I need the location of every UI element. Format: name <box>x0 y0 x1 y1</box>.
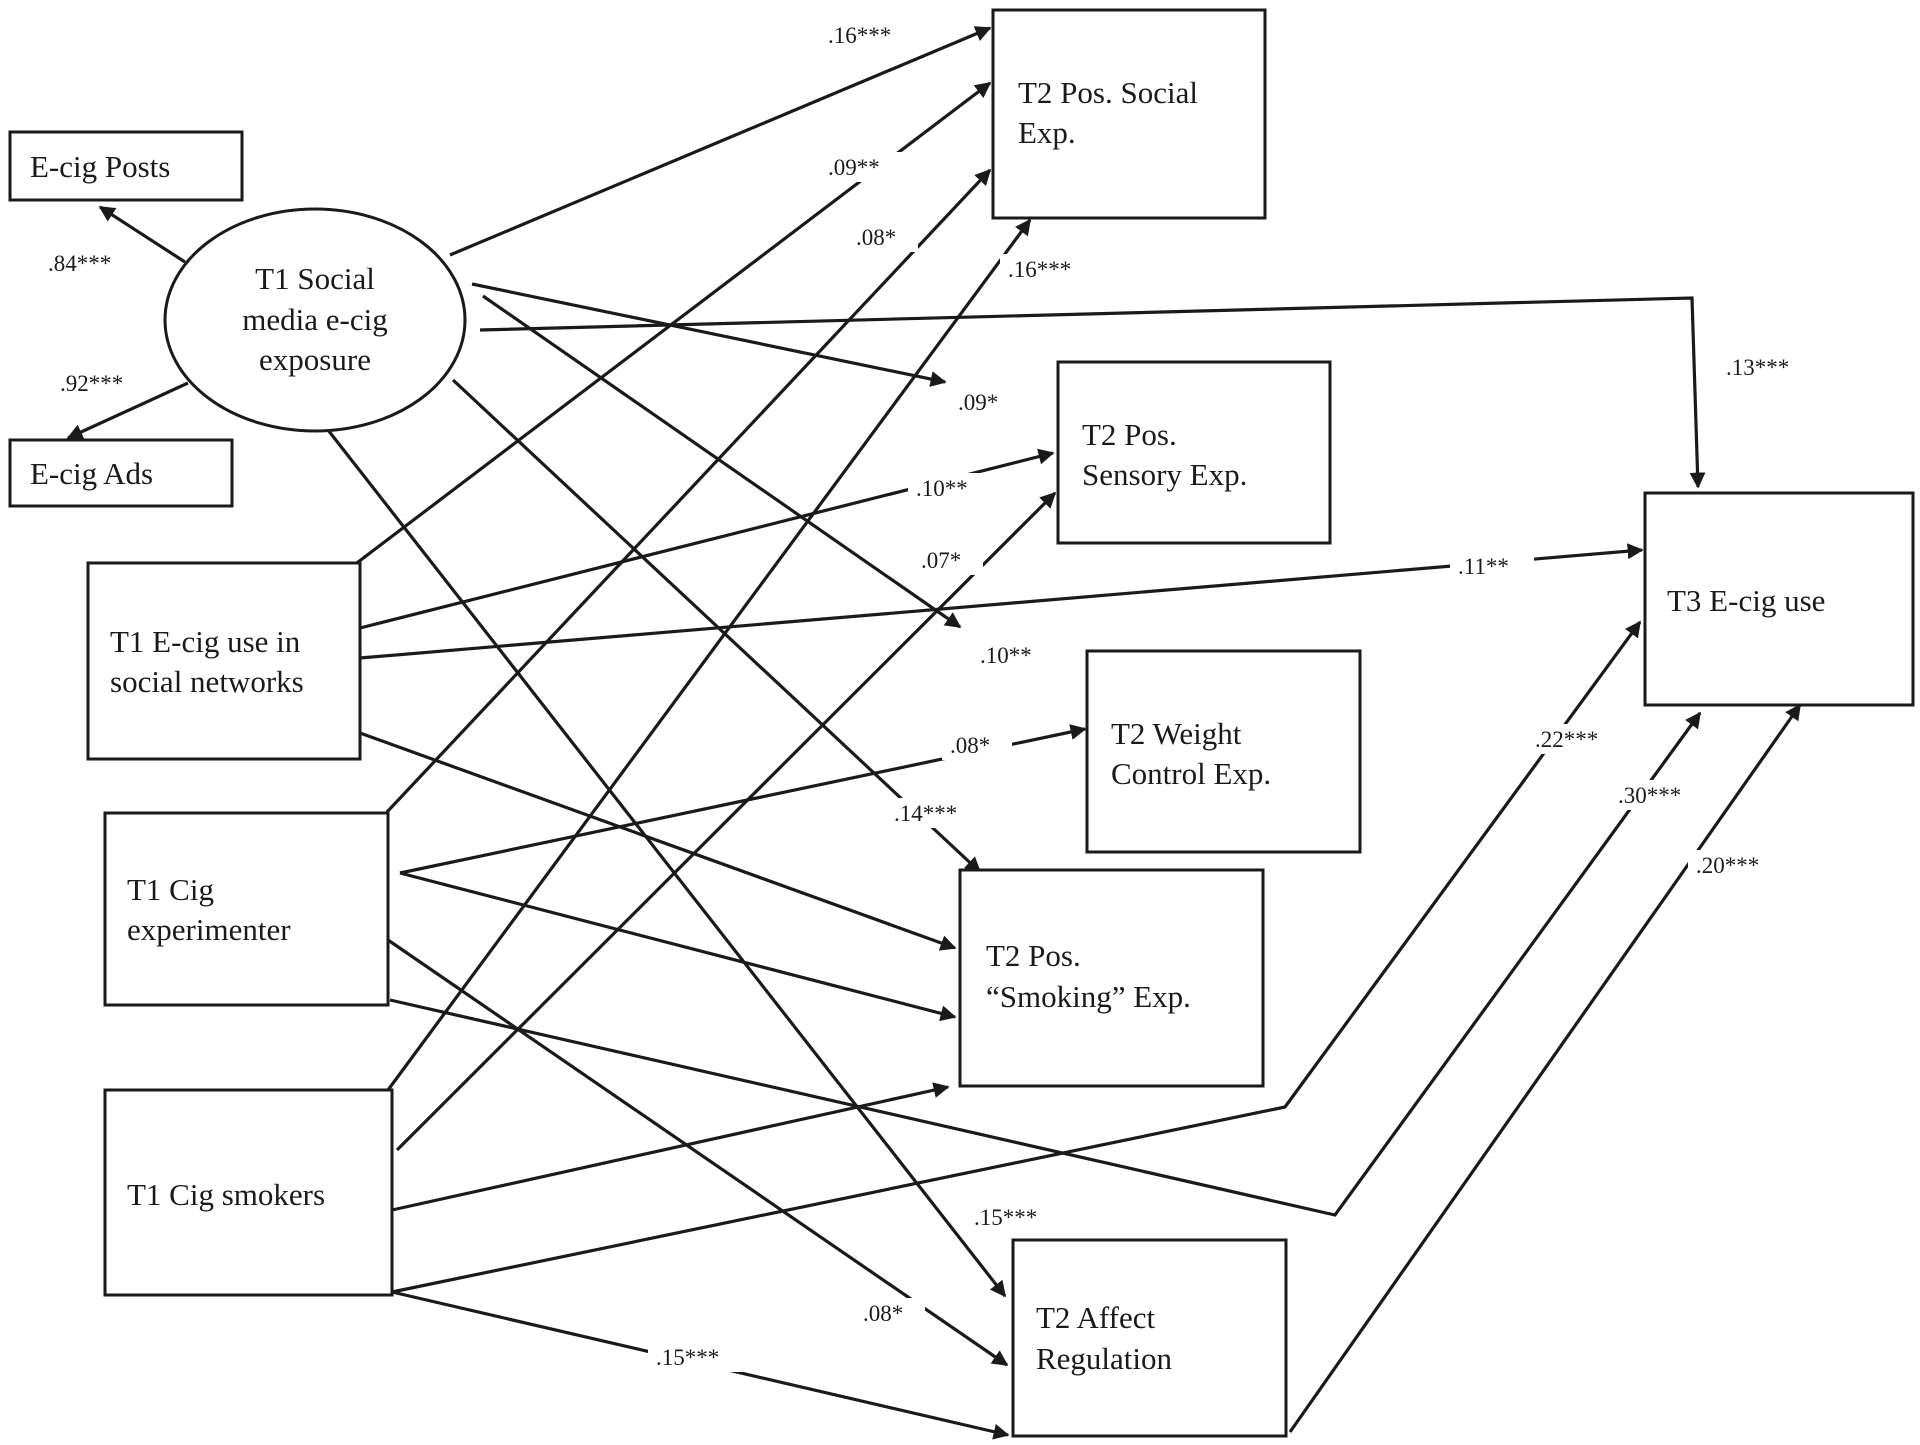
coef-smokers-ecig-use: .22*** <box>1527 724 1623 754</box>
coef-label: .92*** <box>60 371 123 396</box>
node-label: T2 Affect <box>1036 1300 1155 1335</box>
coef-label: .16*** <box>828 23 891 48</box>
node-label: social networks <box>110 664 304 699</box>
node-pos-sensory-exp: T2 Pos. Sensory Exp. <box>1056 360 1332 545</box>
coef-networks-pos-sensory: .10** <box>908 473 992 503</box>
node-label: T2 Weight <box>1111 716 1242 751</box>
coef-networks-ecig-use: .11** <box>1450 551 1534 581</box>
coef-label: .09** <box>828 155 880 180</box>
path-exposure-to-ads <box>66 381 189 440</box>
coef-experimenter-weight-control: .08* <box>942 730 1012 760</box>
coef-experimenter-ecig-use: .30*** <box>1610 780 1706 810</box>
path-experimenter-to-affect <box>387 938 1009 1367</box>
coef-label: .84*** <box>48 251 111 276</box>
path-networks-to-pos-smoking <box>359 731 957 951</box>
coef-exposure-ads: .92*** <box>52 368 144 398</box>
node-label: T1 Cig <box>127 872 214 907</box>
path-exposure-to-weight-control <box>482 294 962 629</box>
coef-label: .14*** <box>894 801 957 826</box>
node-label: E-cig Posts <box>30 149 170 184</box>
coef-label: .09* <box>958 390 998 415</box>
coefficients-layer: .84*** .92*** .16*** .09** .08* .16*** .… <box>40 20 1814 1372</box>
coef-label: .20*** <box>1696 853 1759 878</box>
node-label: T2 Pos. <box>1082 417 1177 452</box>
coef-label: .15*** <box>974 1205 1037 1230</box>
coef-experimenter-affect: .08* <box>855 1298 925 1328</box>
path-networks-to-ecig-use <box>359 543 1644 660</box>
node-cig-smokers: T1 Cig smokers <box>103 1088 394 1297</box>
coef-label: .15*** <box>656 1345 719 1370</box>
node-social-media-exposure: T1 Social media e-cig exposure <box>163 207 467 433</box>
node-ecig-posts: E-cig Posts <box>8 130 244 202</box>
path-smokers-to-ecig-use <box>391 620 1642 1294</box>
coef-label: .08* <box>856 225 896 250</box>
coef-label: .30*** <box>1618 783 1681 808</box>
node-label: E-cig Ads <box>30 456 153 491</box>
coef-exposure-affect: .15*** <box>966 1202 1062 1232</box>
node-cig-experimenter: T1 Cig experimenter <box>103 811 390 1007</box>
node-label: T1 E-cig use in <box>110 624 301 659</box>
path-smokers-to-pos-smoking <box>391 1082 950 1212</box>
path-exposure-to-pos-smoking <box>451 378 982 874</box>
node-pos-smoking-exp: T2 Pos. “Smoking” Exp. <box>958 868 1265 1088</box>
node-label: T3 E-cig use <box>1667 583 1825 618</box>
node-label: Control Exp. <box>1111 756 1271 791</box>
node-label: T1 Social <box>255 261 375 296</box>
coef-label: .08* <box>863 1301 903 1326</box>
path-exposure-to-pos-social <box>449 26 992 257</box>
node-label: T1 Cig smokers <box>127 1177 325 1212</box>
coef-label: .16*** <box>1008 257 1071 282</box>
coef-exposure-ecig-use: .13*** <box>1718 352 1814 382</box>
node-affect-regulation: T2 Affect Regulation <box>1011 1238 1288 1438</box>
node-ecig-ads: E-cig Ads <box>8 438 234 508</box>
coef-networks-pos-social: .09** <box>820 152 904 182</box>
node-label: media e-cig <box>242 302 387 337</box>
nodes-layer: E-cig Posts E-cig Ads T1 Social media e-… <box>8 8 1915 1438</box>
coef-affect-ecig-use: .20*** <box>1688 850 1784 880</box>
node-ecig-use-networks: T1 E-cig use in social networks <box>86 561 362 761</box>
path-affect-to-ecig-use <box>1288 703 1802 1433</box>
coef-label: .07* <box>921 548 961 573</box>
path-experimenter-to-ecig-use <box>389 711 1702 1217</box>
node-label: T2 Pos. Social <box>1018 75 1198 110</box>
coef-exposure-weight-control: .10** <box>972 640 1056 670</box>
node-label: exposure <box>259 342 371 377</box>
coef-exposure-posts: .84*** <box>40 248 132 278</box>
path-smokers-to-pos-social <box>386 218 1032 1091</box>
coef-label: .11** <box>1458 554 1509 579</box>
coef-label: .13*** <box>1726 355 1789 380</box>
node-label: Sensory Exp. <box>1082 457 1247 492</box>
path-exposure-to-ecig-use <box>479 296 1706 489</box>
coef-label: .10** <box>980 643 1032 668</box>
node-weight-control-exp: T2 Weight Control Exp. <box>1085 649 1362 854</box>
coef-smokers-pos-sensory: .07* <box>913 545 983 575</box>
coef-smokers-affect: .15*** <box>648 1342 744 1372</box>
path-exposure-to-affect <box>326 429 1007 1298</box>
node-label: “Smoking” Exp. <box>986 979 1191 1014</box>
coef-smokers-pos-social: .16*** <box>1000 254 1096 284</box>
coef-label: .08* <box>950 733 990 758</box>
path-exposure-to-pos-sensory <box>471 282 947 387</box>
node-ecig-use-t3: T3 E-cig use <box>1643 491 1915 707</box>
coef-exposure-pos-smoking: .14*** <box>886 798 982 828</box>
coef-label: .10** <box>916 476 968 501</box>
node-pos-social-exp: T2 Pos. Social Exp. <box>991 8 1267 220</box>
node-label: Regulation <box>1036 1341 1173 1376</box>
path-experimenter-to-pos-social <box>385 168 992 814</box>
coef-exposure-pos-sensory: .09* <box>950 387 1020 417</box>
path-smokers-to-pos-sensory <box>395 491 1057 1152</box>
coef-exposure-pos-social: .16*** <box>820 20 916 50</box>
coef-label: .22*** <box>1535 727 1598 752</box>
path-experimenter-to-pos-smoking <box>399 871 957 1022</box>
node-label: experimenter <box>127 912 291 947</box>
path-exposure-to-posts <box>98 205 186 264</box>
coef-experimenter-pos-social: .08* <box>848 222 918 252</box>
node-label: T2 Pos. <box>986 938 1081 973</box>
node-label: Exp. <box>1018 115 1076 150</box>
